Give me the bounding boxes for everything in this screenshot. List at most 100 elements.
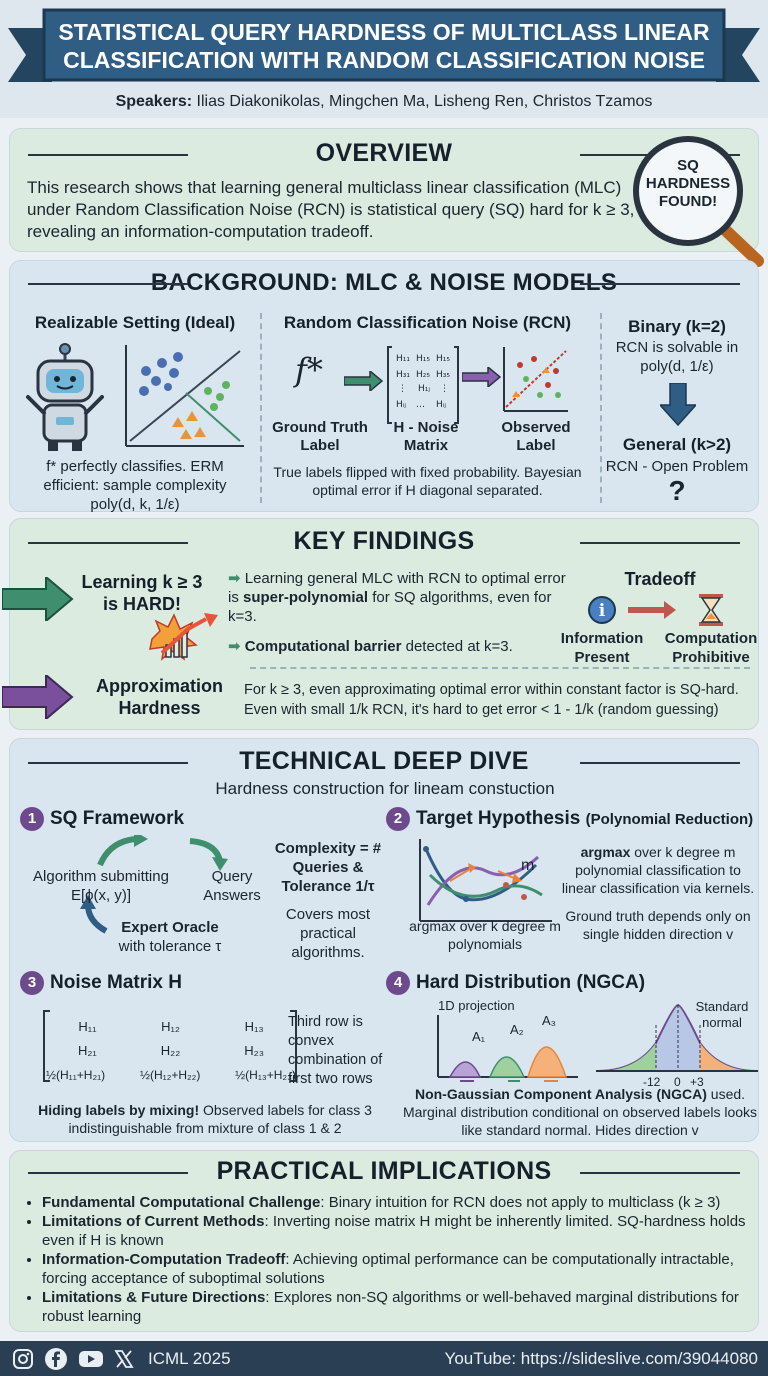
overview-text: This research shows that learning genera… <box>27 178 635 241</box>
svg-text:⋮: ⋮ <box>398 384 407 394</box>
rcn-text: True labels flipped with fixed probabili… <box>273 464 582 498</box>
s3-text-bold: Hiding labels by mixing! <box>38 1102 200 1118</box>
badge-line2: HARDNESS <box>645 175 731 192</box>
s1-alg: Algorithm submitting E[ϕ(x, y)] <box>33 868 169 904</box>
bullet2-bold: Computational barrier <box>244 638 402 655</box>
implications-panel: PRACTICAL IMPLICATIONS Fundamental Compu… <box>9 1150 759 1332</box>
s4-a3: A₃ <box>542 1013 556 1028</box>
facebook-icon[interactable] <box>44 1347 68 1371</box>
s1-complexity: Complexity = # Queries & Tolerance 1/τ <box>274 840 382 895</box>
hard-label: Learning k ≥ 3 is HARD! <box>81 572 203 614</box>
general-text: RCN - Open Problem <box>605 458 749 475</box>
s4-tick-2: 0 <box>674 1075 681 1089</box>
s4-number: 4 <box>386 971 410 995</box>
youtube-icon[interactable] <box>78 1349 104 1369</box>
s4-heading: 4 Hard Distribution (NGCA) <box>386 971 645 995</box>
s1-oracle: Expert Oracle <box>121 919 219 936</box>
s1-title: SQ Framework <box>50 808 185 830</box>
s1-query: Query Answers <box>203 868 261 904</box>
s2-text-bold: argmax <box>580 844 631 860</box>
s4-text-bold: Non-Gaussian Component Analysis (NGCA) <box>414 1086 707 1102</box>
svg-text:H₂₅: H₂₅ <box>416 370 430 380</box>
binary-title: Binary (k=2) <box>628 317 726 336</box>
footer-youtube-link[interactable]: YouTube: https://slideslive.com/39044080 <box>444 1349 758 1368</box>
badge-text: SQ HARDNESS FOUND! <box>638 157 738 211</box>
explosion-chart-icon <box>149 613 218 661</box>
approx-text-1: For k ≥ 3, even approximating optimal er… <box>244 682 739 698</box>
question-mark: ? <box>668 475 686 506</box>
speakers: Speakers: Ilias Diakonikolas, Mingchen M… <box>0 93 768 111</box>
s4-tick-3: +3 <box>690 1075 704 1089</box>
badge-line1: SQ <box>677 157 699 174</box>
rcn-title: Random Classification Noise (RCN) <box>283 313 572 332</box>
s3-side: Third row is convex combination of first… <box>288 1014 383 1087</box>
divider-2 <box>600 313 602 503</box>
realizable-title: Realizable Setting (Ideal) <box>34 313 236 332</box>
x-icon[interactable] <box>114 1349 134 1369</box>
s3-text-rest: Observed labels for class 3 indistinguis… <box>68 1102 372 1136</box>
s2-text-rest: over k degree m polynomial classificatio… <box>561 844 755 896</box>
gt-label: Ground Truth Label <box>272 419 368 454</box>
main-title-line1: STATISTICAL QUERY HARDNESS OF MULTICLASS… <box>58 19 710 45</box>
finding-bullet-2: ➡ Computational barrier detected at k=3. <box>228 637 573 656</box>
implication-bold: Fundamental Computational Challenge <box>42 1194 321 1211</box>
s4-title: Hard Distribution (NGCA) <box>416 972 646 994</box>
implication-bold: Limitations & Future Directions <box>42 1289 266 1306</box>
polynomial-curves-plot <box>419 839 552 922</box>
finding-bullet-1: ➡ Learning general MLC with RCN to optim… <box>228 569 573 626</box>
general-title: General (k>2) <box>622 435 732 454</box>
s1-tol: with tolerance τ <box>118 938 222 955</box>
background-panel: BACKGROUND: MLC & NOISE MODELS Realizabl… <box>9 260 759 513</box>
implication-item: Limitations of Current Methods: Invertin… <box>42 1212 754 1250</box>
implication-item: Limitations & Future Directions: Explore… <box>42 1288 754 1326</box>
s4-proj: 1D projection <box>438 998 515 1013</box>
speakers-names: Ilias Diakonikolas, Mingchen Ma, Lisheng… <box>196 93 653 110</box>
svg-text:H₁₁: H₁₁ <box>396 354 410 364</box>
implications-title: PRACTICAL IMPLICATIONS <box>10 1157 758 1186</box>
binary-text: RCN is solvable in poly(d, 1/ε) <box>615 339 739 375</box>
bullet1-post: for SQ algorithms, even for k=3. <box>228 589 552 625</box>
s4-tick-1: -12 <box>643 1075 661 1089</box>
arrow-right-purple-big-icon <box>2 675 74 719</box>
realizable-scatter-plot <box>125 345 244 447</box>
matrix-row-3: ½(H₁₁+H₂₁)½(H₁₂+H₂₂)½(H₁₃+H₂₃) <box>46 1063 296 1087</box>
s3-text: Hiding labels by mixing! Observed labels… <box>20 1101 390 1137</box>
comp-label: Computation Prohibitive <box>664 630 758 666</box>
implication-bold: Information-Computation Tradeoff <box>42 1251 286 1268</box>
main-title-line2: CLASSIFICATION WITH RANDOM CLASSIFICATIO… <box>63 47 705 73</box>
approx-text-2: Even with small 1/k RCN, it's hard to ge… <box>244 702 719 718</box>
implication-text: : Achieving optimal performance can be c… <box>42 1251 734 1287</box>
matrix-cell: ½(H₁₁+H₂₁) <box>46 1068 106 1082</box>
s2-text: argmax over k degree m polynomial classi… <box>558 843 758 897</box>
bullet1-bold: super-polynomial <box>243 589 369 606</box>
realizable-text: f* perfectly classifies. ERM efficient: … <box>43 458 227 513</box>
magnifier-icon <box>633 136 764 267</box>
instagram-icon[interactable] <box>12 1348 34 1370</box>
standard-normal-plot <box>596 1003 758 1072</box>
bullet1-pre: Learning general MLC with RCN to optimal… <box>228 570 566 606</box>
sq-cycle-arrows <box>80 835 228 934</box>
svg-text:H₁₅: H₁₅ <box>416 354 430 364</box>
bullet2-post: detected at k=3. <box>401 638 513 655</box>
magnifier-badge: SQ HARDNESS FOUND! <box>628 133 768 273</box>
approx-label: Approximation Hardness <box>95 676 223 718</box>
bullet-arrow-icon-2: ➡ <box>228 638 245 655</box>
s2-title-small: (Polynomial Reduction) <box>585 811 754 829</box>
h-label: H - Noise Matrix <box>393 419 459 454</box>
ngca-distributions-plot <box>437 1015 578 1082</box>
s2-caption: argmax over k degree m polynomials <box>409 918 561 952</box>
implication-text: : Inverting noise matrix H might be inhe… <box>42 1213 746 1249</box>
arrow-right-green-big-icon <box>2 577 74 621</box>
svg-text:H₃₁: H₃₁ <box>396 370 410 380</box>
s3-title: Noise Matrix H <box>50 972 182 994</box>
svg-text:H₁₅: H₁₅ <box>436 354 450 364</box>
findings-panel: KEY FINDINGS Learning k ≥ 3 is HARD! ➡ L… <box>2 518 759 730</box>
svg-text:H₃₅: H₃₅ <box>436 370 450 380</box>
implication-item: Information-Computation Tradeoff: Achiev… <box>42 1250 754 1288</box>
